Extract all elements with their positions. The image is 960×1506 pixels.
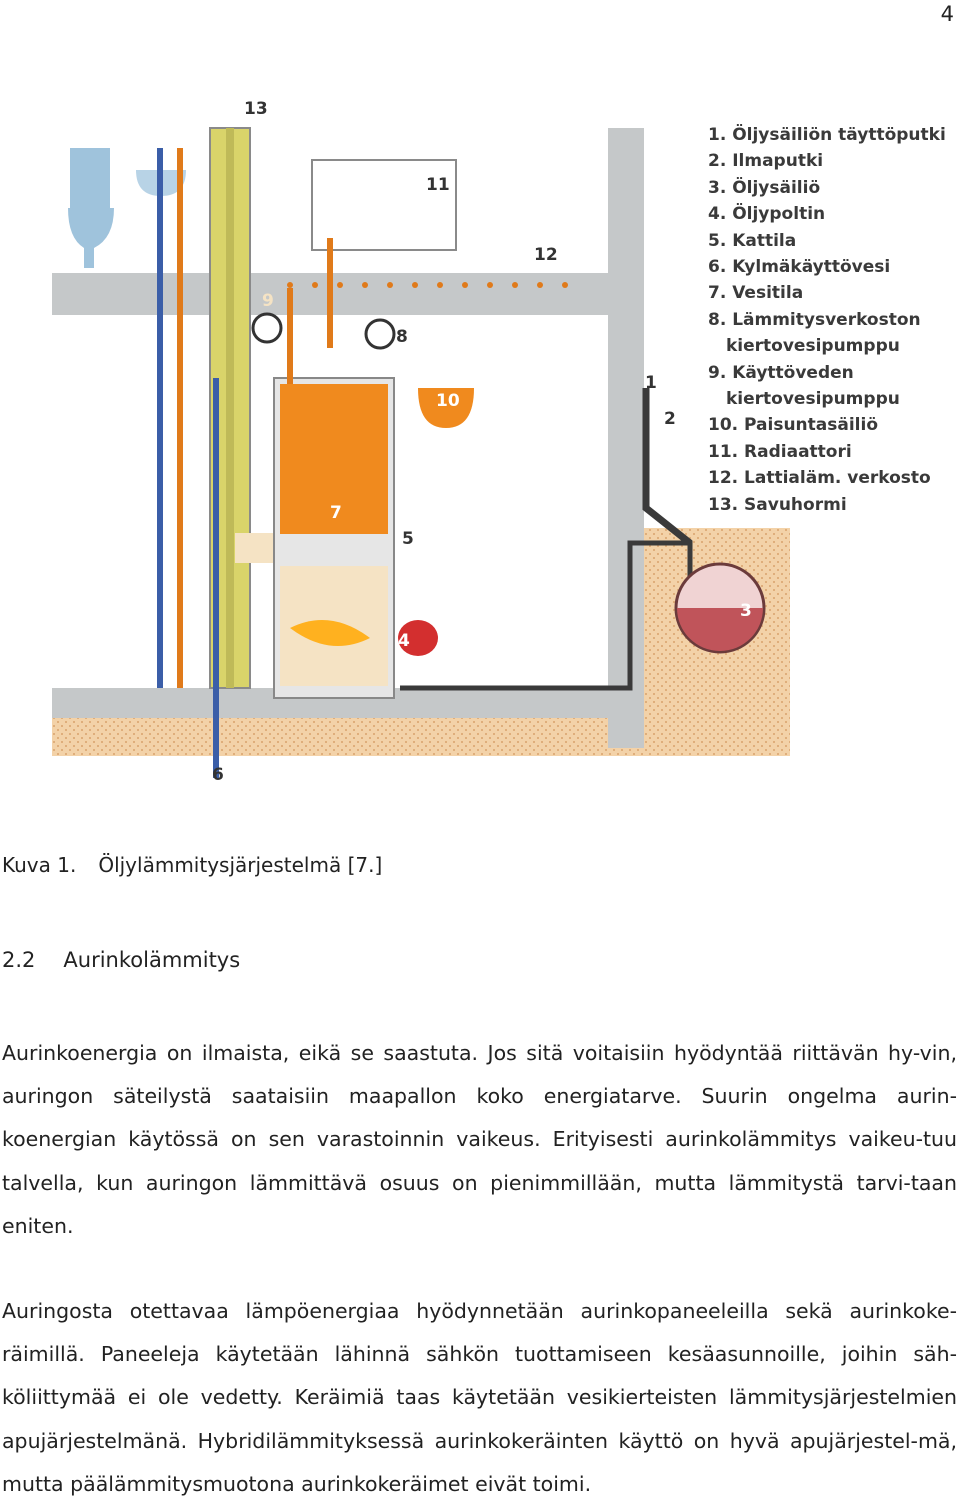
callout-6: 6 — [212, 765, 224, 785]
heating-pump — [364, 318, 396, 350]
callout-7: 7 — [330, 503, 342, 523]
section-heading: 2.2 Aurinkolämmitys — [2, 948, 240, 972]
callout-4: 4 — [398, 631, 410, 651]
legend-item: 4. Öljypoltin — [708, 204, 826, 225]
callout-10: 10 — [436, 391, 460, 411]
legend-item: 10. Paisuntasäiliö — [708, 415, 879, 436]
radiator — [311, 159, 457, 251]
legend-item: 5. Kattila — [708, 230, 797, 251]
callout-12: 12 — [534, 245, 558, 265]
legend-item: 13. Savuhormi — [708, 494, 847, 515]
paragraph-2: Auringosta otettavaa lämpöenergiaa hyödy… — [2, 1299, 957, 1496]
legend-item: kiertovesipumppu — [726, 336, 900, 357]
legend-item: 2. Ilmaputki — [708, 151, 824, 172]
oil-burner — [398, 620, 438, 656]
dhw-pump — [251, 312, 283, 344]
callout-2: 2 — [664, 409, 676, 429]
legend-item: 9. Käyttöveden — [708, 362, 854, 383]
legend-item: 3. Öljysäiliö — [708, 177, 821, 198]
figure-legend: 1. Öljysäiliön täyttöputki 2. Ilmaputki … — [708, 122, 946, 518]
toilet — [68, 148, 114, 268]
caption-label: Kuva 1. — [2, 853, 77, 877]
legend-item: 12. Lattialäm. verkosto — [708, 468, 931, 489]
floor-slab — [52, 273, 644, 315]
legend-item: 7. Vesitila — [708, 283, 804, 304]
callout-1: 1 — [645, 373, 657, 393]
hot-water-pipes — [177, 148, 333, 688]
caption-text: Öljylämmitysjärjestelmä [7.] — [98, 853, 383, 877]
legend-item: 8. Lämmitysverkoston — [708, 309, 921, 330]
callout-8: 8 — [396, 327, 408, 347]
flue-core — [226, 128, 234, 688]
expansion-tank — [418, 388, 474, 428]
oil-level — [677, 608, 763, 651]
water-chamber — [280, 384, 388, 534]
callout-13: 13 — [244, 99, 268, 119]
callout-3: 3 — [740, 601, 752, 621]
section-title: Aurinkolämmitys — [63, 948, 241, 972]
outer-wall — [608, 128, 644, 748]
legend-item: 6. Kylmäkäyttövesi — [708, 257, 891, 278]
callout-9: 9 — [262, 291, 274, 311]
legend-item: kiertovesipumppu — [726, 389, 900, 410]
oil-line — [400, 540, 693, 691]
legend-item: 11. Radiaattori — [708, 441, 852, 462]
figure-caption: Kuva 1. Öljylämmitysjärjestelmä [7.] — [2, 853, 382, 877]
legend-item: 1. Öljysäiliön täyttöputki — [708, 125, 946, 145]
page-number: 4 — [940, 2, 954, 26]
callout-11: 11 — [426, 175, 450, 195]
cold-water-pipes — [157, 148, 219, 778]
section-number: 2.2 — [2, 948, 36, 972]
flame — [290, 620, 370, 646]
paragraph-1: Aurinkoenergia on ilmaista, eikä se saas… — [2, 1041, 957, 1238]
fill-pipe — [642, 388, 693, 546]
heating-diagram: 1 2 3 4 5 6 7 8 9 10 11 12 13 — [52, 99, 790, 785]
callout-5: 5 — [402, 529, 414, 549]
floor-heating-dots — [287, 282, 568, 288]
heating-system-figure: 1 2 3 4 5 6 7 8 9 10 11 12 13 — [40, 88, 950, 800]
